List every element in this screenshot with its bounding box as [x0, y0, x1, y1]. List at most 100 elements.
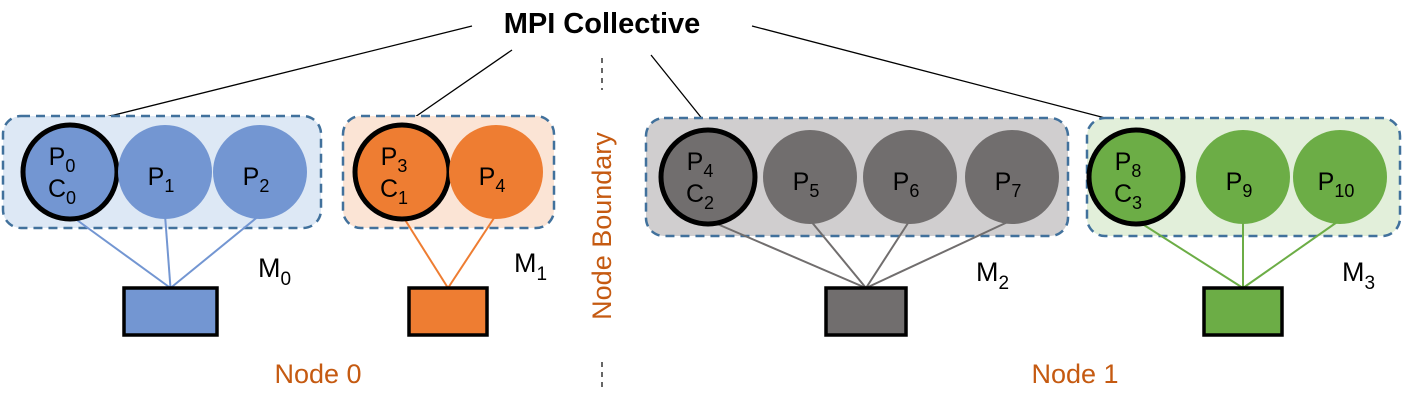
comm-label-sub: 1 — [398, 188, 408, 208]
memory-label: M0 — [258, 253, 291, 290]
connector-line-1-0 — [401, 214, 449, 289]
process-label: P10 — [1318, 168, 1355, 201]
process-label-sub: 5 — [809, 181, 819, 201]
process-label-base: P — [243, 163, 260, 191]
connector-line-3-0 — [1135, 219, 1244, 289]
process-circle — [863, 130, 957, 224]
process-label-sub: 2 — [259, 176, 269, 196]
leader-process-circle — [658, 127, 758, 227]
process-label-base: P — [381, 143, 398, 171]
boundary-label: Node Boundary — [587, 132, 617, 320]
process-label-base: P — [793, 168, 810, 196]
process-label: P8 — [1115, 148, 1142, 181]
process-label: P2 — [243, 163, 270, 196]
process-label-base: P — [995, 168, 1012, 196]
collective-line-1 — [401, 49, 513, 127]
comm-label-sub: 0 — [66, 188, 76, 208]
process-label: P5 — [793, 168, 820, 201]
process-label-sub: 6 — [909, 181, 919, 201]
shared-memory-buffer-1 — [407, 286, 489, 337]
comm-label-base: C — [48, 175, 66, 203]
connector-line-2-3 — [865, 219, 1013, 289]
process-circle — [965, 130, 1059, 224]
process-circle — [449, 125, 543, 219]
memory-label-sub: 0 — [281, 269, 292, 290]
leader-process-circle — [1086, 127, 1186, 227]
memory-label-sub: 3 — [1365, 273, 1376, 294]
node-boundary: Node Boundary — [587, 58, 617, 392]
process-circle — [1293, 130, 1387, 224]
comm-label-sub: 3 — [1132, 193, 1142, 213]
process-label-sub: 1 — [164, 176, 174, 196]
process-label-base: P — [893, 168, 910, 196]
process-label-base: P — [1226, 168, 1243, 196]
node-label-1: Node 1 — [1031, 359, 1118, 389]
collective-line-0 — [69, 25, 473, 127]
comm-label: C3 — [1114, 180, 1142, 213]
comm-label-base: C — [380, 175, 398, 203]
shared-memory-buffer-2 — [824, 286, 908, 337]
process-label: P4 — [479, 163, 506, 196]
process-label-sub: 10 — [1334, 181, 1354, 201]
process-circle — [118, 125, 212, 219]
process-label-base: P — [148, 163, 165, 191]
node-label-0: Node 0 — [274, 359, 361, 389]
memory-label-sub: 1 — [537, 264, 548, 285]
memory-label-base: M — [976, 257, 999, 287]
process-label: P6 — [893, 168, 920, 201]
connector-line-0-0 — [69, 214, 172, 289]
process-label-sub: 0 — [65, 156, 75, 176]
process-circle — [1196, 130, 1290, 224]
connector-line-1-1 — [447, 214, 497, 289]
process-label: P3 — [381, 143, 408, 176]
process-label-sub: 8 — [1131, 161, 1141, 181]
memory-label: M2 — [976, 257, 1009, 294]
collective-lines — [69, 25, 1137, 127]
connector-line-2-2 — [865, 219, 911, 289]
process-label-sub: 9 — [1242, 181, 1252, 201]
memory-label: M1 — [514, 248, 547, 285]
shared-memory-buffer-3 — [1202, 286, 1284, 337]
comm-label-base: C — [686, 180, 704, 208]
memory-label-sub: 2 — [999, 273, 1010, 294]
process-circle — [213, 125, 307, 219]
leader-process-circle — [20, 122, 120, 222]
process-label: P4 — [687, 148, 714, 181]
process-label: P0 — [49, 143, 76, 176]
process-label: P1 — [148, 163, 175, 196]
connector-line-3-2 — [1242, 219, 1341, 289]
memory-label-base: M — [258, 253, 281, 283]
collective-line-3 — [751, 25, 1137, 127]
process-label-sub: 7 — [1011, 181, 1021, 201]
comm-label: C1 — [380, 175, 408, 208]
process-label: P9 — [1226, 168, 1253, 201]
process-label-base: P — [687, 148, 704, 176]
process-label-base: P — [49, 143, 66, 171]
diagram-title: MPI Collective — [504, 8, 701, 40]
connector-line-2-1 — [809, 219, 867, 289]
memory-label-base: M — [1342, 257, 1365, 287]
process-label-base: P — [1115, 148, 1132, 176]
comm-label: C0 — [48, 175, 76, 208]
process-label-sub: 4 — [495, 176, 505, 196]
comm-label: C2 — [686, 180, 714, 213]
comm-label-base: C — [1114, 180, 1132, 208]
process-label: P7 — [995, 168, 1022, 201]
collective-line-2 — [650, 54, 709, 127]
memory-label-base: M — [514, 248, 537, 278]
connector-line-0-2 — [169, 214, 261, 289]
connector-line-0-1 — [164, 214, 172, 289]
process-label-base: P — [479, 163, 496, 191]
process-label-sub: 3 — [397, 156, 407, 176]
process-label-sub: 4 — [703, 161, 713, 181]
process-label-base: P — [1318, 168, 1335, 196]
process-circle — [763, 130, 857, 224]
connector-line-2-0 — [707, 219, 867, 289]
memory-label: M3 — [1342, 257, 1375, 294]
